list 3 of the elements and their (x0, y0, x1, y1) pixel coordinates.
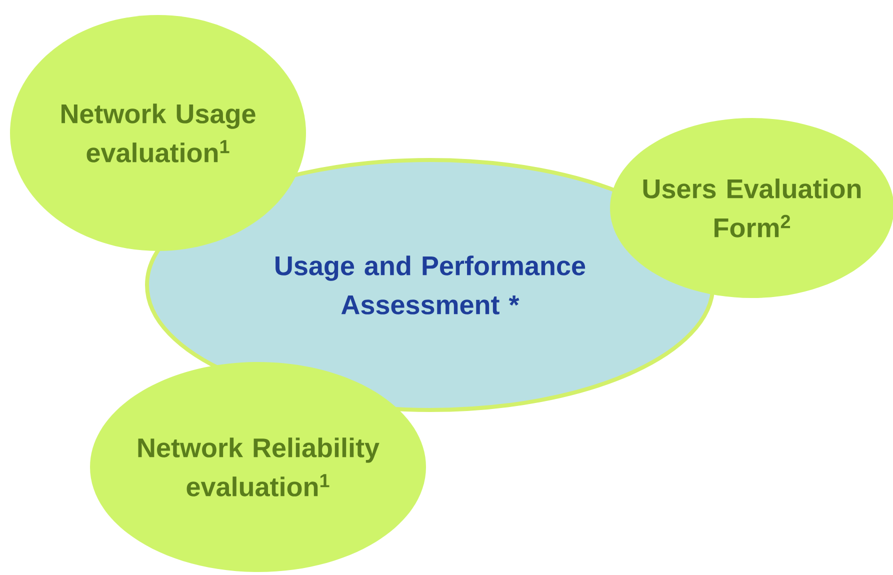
bubble: Users Evaluation Form$^{2}$ (610, 118, 893, 298)
bubble: Network Reliability evaluation$^{1}$ (90, 362, 426, 572)
bubble: Network Usage evaluation$^{1}$ (10, 15, 306, 251)
